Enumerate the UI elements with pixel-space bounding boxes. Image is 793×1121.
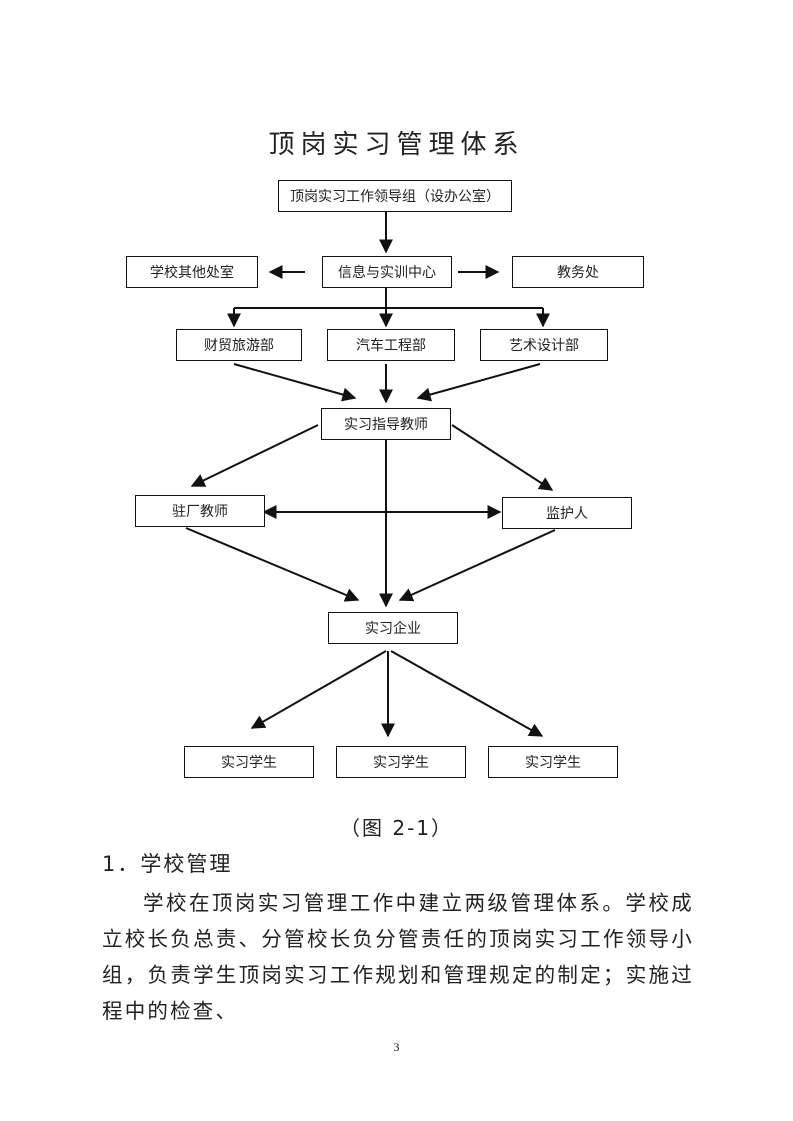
node-art-design-dept: 艺术设计部 — [480, 329, 608, 361]
node-student-1: 实习学生 — [184, 746, 314, 778]
page-number: 3 — [393, 1040, 400, 1054]
node-internship-enterprise: 实习企业 — [328, 612, 458, 644]
node-finance-tourism-dept: 财贸旅游部 — [176, 329, 302, 361]
section-heading: 1．学校管理 — [102, 852, 233, 876]
arrow-art-to-instructor — [416, 363, 541, 402]
node-automotive-dept: 汽车工程部 — [327, 329, 455, 361]
diagram-title: 顶岗实习管理体系 — [268, 130, 525, 160]
node-academic-affairs: 教务处 — [512, 256, 644, 288]
arrow-finance-to-instructor — [233, 363, 357, 402]
arrow-enterprise-to-student-3 — [390, 650, 544, 737]
node-resident-teacher: 驻厂教师 — [135, 495, 265, 527]
arrow-instructor-to-resident — [190, 424, 319, 487]
node-other-offices: 学校其他处室 — [126, 256, 258, 288]
node-leadership-group: 顶岗实习工作领导组（设办公室） — [278, 180, 512, 212]
node-student-2: 实习学生 — [336, 746, 466, 778]
node-info-training-center: 信息与实训中心 — [322, 256, 452, 288]
node-internship-instructor: 实习指导教师 — [321, 408, 451, 440]
figure-caption: （图 2-1） — [339, 816, 454, 840]
node-student-3: 实习学生 — [488, 746, 618, 778]
node-guardian: 监护人 — [502, 497, 632, 529]
arrow-guardian-to-enterprise — [398, 529, 556, 602]
arrow-resident-to-enterprise — [185, 527, 360, 602]
arrow-enterprise-to-student-1 — [250, 650, 387, 729]
arrow-instructor-to-guardian — [451, 424, 554, 491]
body-paragraph: 学校在顶岗实习管理工作中建立两级管理体系。学校成立校长负总责、分管校长负分管责任… — [102, 891, 694, 1023]
